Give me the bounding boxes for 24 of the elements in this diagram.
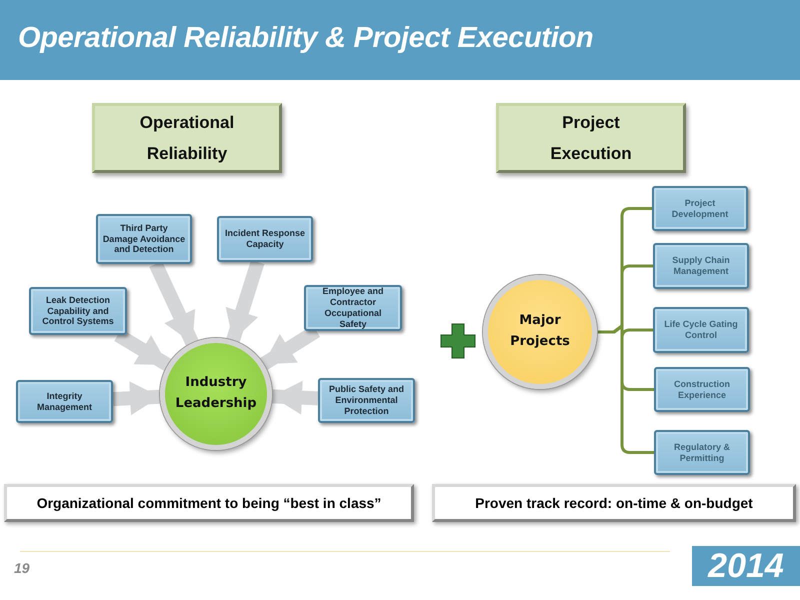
heading-box: Project Execution	[496, 103, 686, 173]
process-box: Supply Chain Management	[653, 243, 749, 289]
bracket-line	[597, 324, 654, 454]
process-box: Regulatory & Permitting	[654, 430, 750, 475]
year-badge: 2014	[692, 546, 800, 586]
process-box: Third Party Damage Avoidance and Detection	[96, 214, 192, 264]
block-arrow	[226, 260, 264, 343]
block-arrow	[112, 381, 160, 416]
statement-box: Organizational commitment to being “best in class”	[4, 484, 414, 522]
process-box: Construction Experience	[654, 367, 750, 412]
process-box: Employee and Contractor Occupational Safety	[304, 285, 402, 331]
process-box: Integrity Management	[16, 380, 113, 423]
slide-title: Operational Reliability & Project Execution	[18, 22, 594, 55]
center-circle: Major Projects	[483, 275, 597, 389]
heading-box: Operational Reliability	[92, 103, 282, 173]
process-box: Project Development	[652, 186, 748, 231]
process-box: Incident Response Capacity	[217, 216, 313, 262]
center-circle: Industry Leadership	[160, 338, 272, 450]
page-number: 19	[14, 560, 30, 576]
process-box: Leak Detection Capability and Control Systems	[29, 287, 127, 335]
block-arrow	[149, 261, 199, 346]
statement-box: Proven track record: on-time & on-budget	[432, 484, 796, 522]
process-box: Public Safety and Environmental Protection	[318, 378, 415, 423]
process-box: Life Cycle Gating Control	[653, 307, 749, 353]
